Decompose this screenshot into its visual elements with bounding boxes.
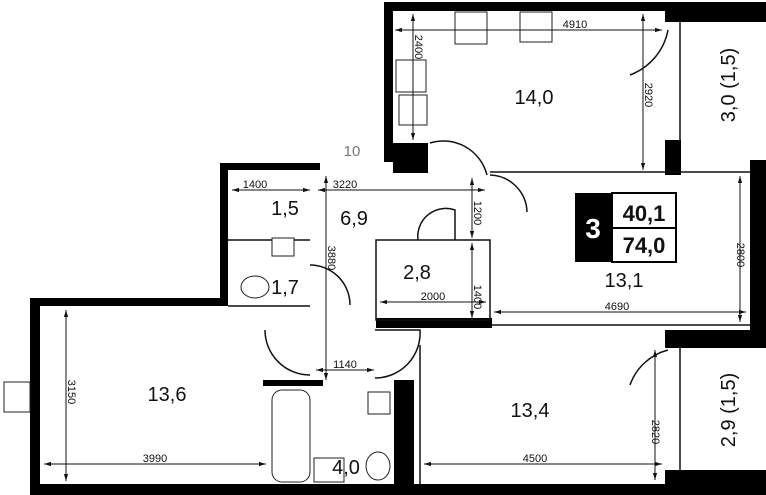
dim-kitchen-left: 2400 xyxy=(412,35,424,59)
toilet-icon xyxy=(365,451,391,481)
bedroom-bottom-area: 13,4 xyxy=(511,400,550,422)
fridge-icon xyxy=(395,59,427,93)
toilet-icon xyxy=(240,275,270,299)
dim-bedroom-left-depth: 3150 xyxy=(65,380,77,404)
hall-area: 6,9 xyxy=(340,208,368,230)
hood-icon xyxy=(519,11,553,43)
bathroom-area: 4,0 xyxy=(332,457,360,479)
entrance-label: 10 xyxy=(344,143,361,160)
dimension-lines xyxy=(44,14,746,481)
living-area: 40,1 xyxy=(623,201,666,226)
kitchen-area: 14,0 xyxy=(515,87,554,109)
boiler-icon xyxy=(367,391,391,415)
total-area: 74,0 xyxy=(623,233,666,258)
dim-kitchen-width: 4910 xyxy=(563,19,587,31)
bedroom-right-area: 13,1 xyxy=(605,270,644,292)
dim-kitchen-depth: 2920 xyxy=(642,83,654,107)
stove-icon xyxy=(454,11,488,45)
area-badge: 3 40,1 74,0 xyxy=(575,192,677,263)
rooms-count: 3 xyxy=(585,213,601,244)
dim-bedroom-left-width: 3990 xyxy=(143,453,167,465)
washbasin-icon xyxy=(271,237,295,257)
dim-storage-width: 1400 xyxy=(243,179,267,191)
dim-closet-width: 2000 xyxy=(421,291,445,303)
dim-hall-width: 3220 xyxy=(333,179,357,191)
toilet-area: 1,7 xyxy=(271,277,299,299)
ac-unit-icon xyxy=(3,381,31,413)
bathtub-icon xyxy=(271,389,311,483)
balcony-bottom-area: 2,9 (1,5) xyxy=(718,373,740,447)
dim-bedroom-bottom-width: 4500 xyxy=(523,453,547,465)
doors xyxy=(264,29,669,386)
bath-sink-icon xyxy=(313,457,345,483)
dim-bedroom-right-depth: 2800 xyxy=(734,243,746,267)
balcony-top-area: 3,0 (1,5) xyxy=(718,48,740,122)
dim-corridor-width: 1140 xyxy=(333,359,357,371)
dim-bedroom-bottom-depth: 2820 xyxy=(649,420,661,444)
room-labels: 14,0 3,0 (1,5) 10 1,5 6,9 2,8 1,7 13,1 1… xyxy=(148,48,740,479)
storage-area: 1,5 xyxy=(271,198,299,220)
dim-hall-upper: 1200 xyxy=(471,201,483,225)
fixtures xyxy=(3,11,553,483)
dim-closet-depth: 1400 xyxy=(471,285,483,309)
dimension-labels: 4910 2400 2920 1400 3220 1200 3880 1400 … xyxy=(65,19,746,465)
dim-bedroom-right-width: 4690 xyxy=(605,301,629,313)
walls xyxy=(30,2,766,495)
bedroom-left-area: 13,6 xyxy=(148,384,187,406)
dim-hall-length: 3880 xyxy=(325,246,337,270)
closet-area: 2,8 xyxy=(403,262,431,284)
